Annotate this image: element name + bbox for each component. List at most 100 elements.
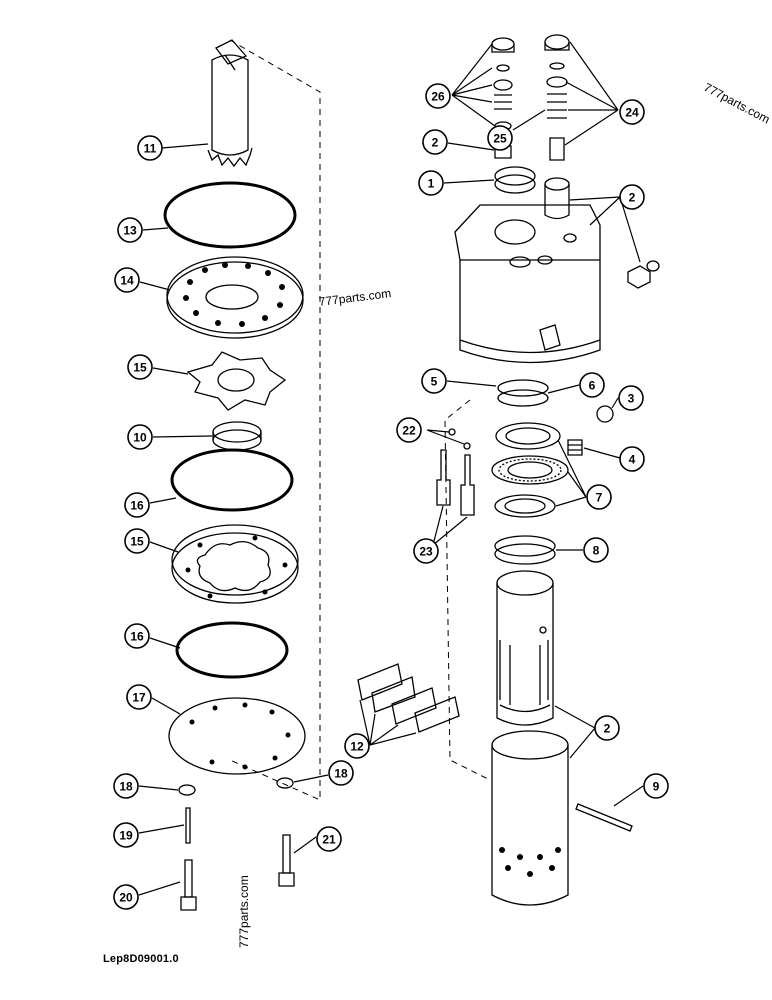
callout-label: 18	[119, 780, 133, 794]
callout-c5: 5	[421, 368, 447, 394]
part-small-ball-a	[448, 428, 456, 436]
callout-label: 22	[402, 424, 416, 438]
leader-16a	[149, 497, 177, 504]
leader-11	[161, 143, 209, 149]
callout-c12: 12	[344, 733, 370, 759]
callout-label: 10	[133, 431, 147, 445]
callout-c4: 4	[619, 446, 645, 472]
leader-17	[151, 697, 181, 715]
callout-c6: 6	[579, 372, 605, 398]
part-washer-right	[276, 777, 294, 789]
callout-bubble	[113, 822, 139, 848]
callout-label: 19	[119, 829, 133, 843]
callout-label: 16	[130, 499, 144, 513]
leader-25	[512, 109, 546, 131]
callout-label: 3	[628, 392, 635, 406]
callout-bubble	[127, 354, 153, 380]
callout-c13: 13	[117, 217, 143, 243]
leader-1	[443, 179, 495, 184]
callout-c25: 25	[487, 125, 513, 151]
callout-label: 21	[322, 833, 336, 847]
callout-label: 17	[132, 691, 146, 705]
callout-bubble	[113, 884, 139, 910]
callout-bubble	[619, 99, 645, 125]
callout-c9: 9	[643, 773, 669, 799]
callout-label: 14	[120, 274, 134, 288]
assembly-guide-right	[444, 399, 491, 781]
part-retaining-ring	[494, 535, 556, 565]
callout-label: 8	[593, 544, 600, 558]
callout-c18b: 18	[328, 760, 354, 786]
leader-2a	[447, 142, 495, 151]
callout-bubble	[594, 715, 620, 741]
part-bolt-left	[180, 859, 197, 911]
callout-c16a: 16	[124, 492, 150, 518]
leader-21	[293, 836, 317, 854]
leader-2c	[554, 705, 596, 759]
callout-bubble	[586, 484, 612, 510]
callout-label: 5	[431, 375, 438, 389]
callout-c8: 8	[583, 537, 609, 563]
callout-label: 18	[334, 767, 348, 781]
leader-26	[451, 43, 496, 127]
callout-bubble	[421, 368, 447, 394]
callout-bubble	[114, 267, 140, 293]
leader-13	[142, 227, 169, 231]
part-spring	[567, 439, 583, 456]
callout-label: 15	[133, 361, 147, 375]
callout-c15a: 15	[127, 354, 153, 380]
callout-bubble	[413, 538, 439, 564]
leader-18b	[293, 774, 329, 783]
callout-c21: 21	[316, 826, 342, 852]
callout-bubble	[126, 684, 152, 710]
callout-c7: 7	[586, 484, 612, 510]
callout-c2c: 2	[594, 715, 620, 741]
callout-c2a: 2	[422, 129, 448, 155]
part-drive-shaft	[207, 39, 253, 168]
callout-label: 20	[119, 891, 133, 905]
callout-label: 24	[625, 106, 639, 120]
leader-12	[359, 699, 417, 746]
callout-c2b: 2	[619, 184, 645, 210]
part-thrust-bearing	[491, 422, 569, 518]
leader-6	[547, 384, 580, 394]
callout-bubble	[124, 623, 150, 649]
part-seal-ring	[494, 166, 536, 194]
callout-c15b: 15	[124, 528, 150, 554]
callout-bubble	[487, 125, 513, 151]
callout-bubble	[619, 184, 645, 210]
callout-c17: 17	[126, 684, 152, 710]
leader-18a	[138, 785, 179, 791]
part-small-ball-b	[463, 442, 471, 450]
callout-bubble	[124, 528, 150, 554]
leader-7	[555, 439, 587, 507]
leader-15b	[149, 541, 179, 553]
callout-c24: 24	[619, 99, 645, 125]
callout-label: 25	[493, 132, 507, 146]
callout-bubble	[618, 385, 644, 411]
callout-label: 13	[123, 224, 137, 238]
part-star-rotor	[186, 351, 287, 411]
part-gerotor-ring	[171, 524, 299, 604]
callout-label: 15	[130, 535, 144, 549]
callout-c16b: 16	[124, 623, 150, 649]
leader-5	[446, 380, 497, 387]
callout-bubble	[643, 773, 669, 799]
callout-label: 12	[350, 740, 364, 754]
part-main-housing	[454, 204, 601, 364]
part-o-ring-lower	[175, 621, 289, 679]
callout-c18a: 18	[113, 773, 139, 799]
callout-label: 9	[653, 780, 660, 794]
callout-label: 26	[431, 90, 445, 104]
callout-label: 23	[419, 545, 433, 559]
callout-bubble	[117, 217, 143, 243]
callout-bubble	[113, 773, 139, 799]
callout-bubble	[137, 135, 163, 161]
callout-bubble	[316, 826, 342, 852]
part-sleeve-insert	[544, 177, 570, 220]
callout-bubble	[344, 733, 370, 759]
part-large-o-ring	[163, 181, 297, 249]
callout-c23: 23	[413, 538, 439, 564]
